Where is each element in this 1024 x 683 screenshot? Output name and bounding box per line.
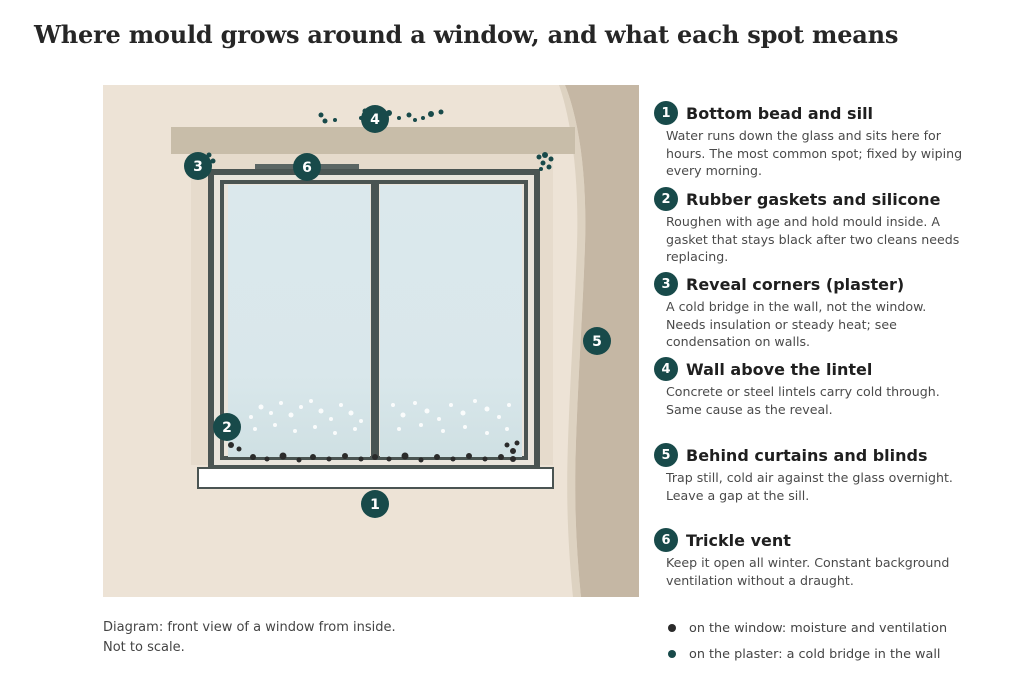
window-diagram: 1 2 3 4 5 6 xyxy=(103,85,639,597)
list-item: 2 Rubber gaskets and silicone Roughen wi… xyxy=(654,186,1014,266)
item-description: Roughen with age and hold mould inside. … xyxy=(666,214,960,264)
marker-2-label: 2 xyxy=(222,420,232,436)
marker-5: 5 xyxy=(583,327,611,355)
teal-dot-icon xyxy=(668,650,676,658)
item-number-badge: 6 xyxy=(654,528,678,552)
dark-dot-icon xyxy=(668,624,676,632)
marker-3: 3 xyxy=(184,152,212,180)
item-title: Bottom bead and sill xyxy=(686,103,874,123)
item-description: Trap still, cold air against the glass o… xyxy=(666,470,953,503)
marker-6: 6 xyxy=(293,153,321,181)
marker-4-label: 4 xyxy=(370,112,380,128)
list-item: 6 Trickle vent Keep it open all winter. … xyxy=(654,527,1014,589)
marker-3-label: 3 xyxy=(193,159,203,175)
marker-6-label: 6 xyxy=(302,160,312,176)
condensation-droplets xyxy=(249,399,511,435)
pane-divider xyxy=(371,182,379,460)
diagram-caption: Diagram: front view of a window from ins… xyxy=(103,618,523,658)
marker-1: 1 xyxy=(361,490,389,518)
item-number-badge: 2 xyxy=(654,187,678,211)
item-title: Rubber gaskets and silicone xyxy=(686,189,941,209)
marker-4: 4 xyxy=(361,105,389,133)
item-description: Keep it open all winter. Constant backgr… xyxy=(666,555,950,588)
page-title: Where mould grows around a window, and w… xyxy=(34,20,899,49)
key-row-window: on the window: moisture and ventilation xyxy=(668,618,947,638)
item-title: Reveal corners (plaster) xyxy=(686,274,905,294)
item-number-badge: 1 xyxy=(654,101,678,125)
item-description: Concrete or steel lintels carry cold thr… xyxy=(666,384,940,417)
caption-line-1: Diagram: front view of a window from ins… xyxy=(103,620,396,635)
list-item: 1 Bottom bead and sill Water runs down t… xyxy=(654,100,1014,180)
item-number-badge: 4 xyxy=(654,357,678,381)
item-number-badge: 3 xyxy=(654,272,678,296)
marker-1-label: 1 xyxy=(370,497,380,513)
list-item: 4 Wall above the lintel Concrete or stee… xyxy=(654,356,1014,418)
list-item: 3 Reveal corners (plaster) A cold bridge… xyxy=(654,271,1014,351)
caption-line-2: Not to scale. xyxy=(103,640,185,655)
glass-pane-left xyxy=(228,185,370,457)
mould-bottom-bead xyxy=(228,440,520,463)
mould-reveal-corner xyxy=(536,152,554,171)
list-item: 5 Behind curtains and blinds Trap still,… xyxy=(654,442,1014,504)
marker-2: 2 xyxy=(213,413,241,441)
item-title: Wall above the lintel xyxy=(686,359,873,379)
item-title: Trickle vent xyxy=(686,530,791,550)
marker-5-label: 5 xyxy=(592,334,602,350)
window-diagram-svg: 1 2 3 4 5 6 xyxy=(103,85,639,597)
key-label: on the window: moisture and ventilation xyxy=(689,620,948,636)
item-description: A cold bridge in the wall, not the windo… xyxy=(666,299,927,349)
item-description: Water runs down the glass and sits here … xyxy=(666,128,963,178)
curtain-fold xyxy=(559,85,586,597)
key-row-plaster: on the plaster: a cold bridge in the wal… xyxy=(668,644,940,664)
key-label: on the plaster: a cold bridge in the wal… xyxy=(689,646,941,662)
window-sill xyxy=(197,467,554,489)
glass-pane-right xyxy=(380,185,522,457)
item-title: Behind curtains and blinds xyxy=(686,445,928,465)
item-number-badge: 5 xyxy=(654,443,678,467)
mould-above-lintel xyxy=(318,108,444,124)
